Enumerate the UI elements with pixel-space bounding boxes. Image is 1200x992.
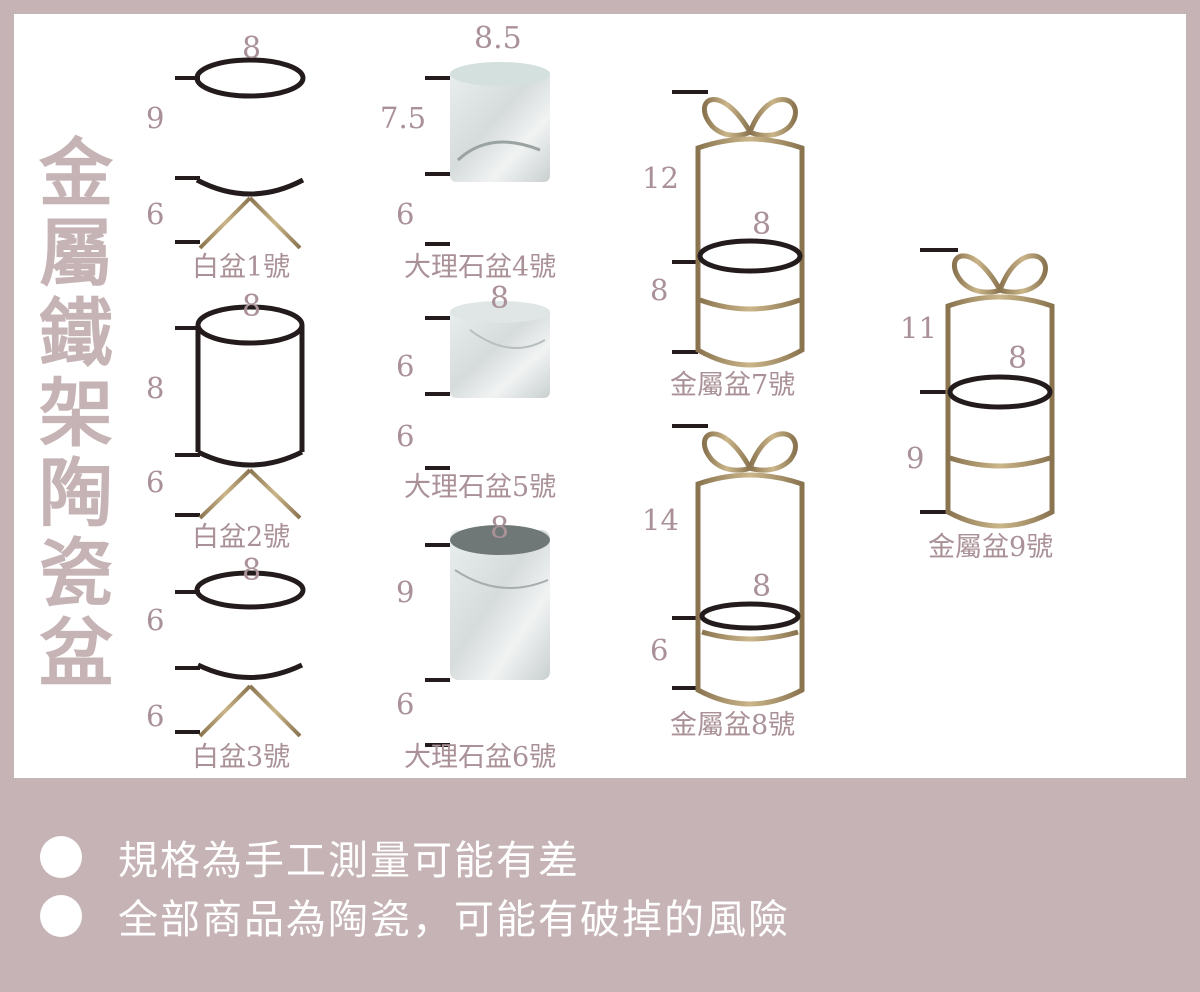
top-size: 8	[752, 569, 772, 604]
inner-dim: 8	[650, 273, 669, 307]
product-label: 金屬盆8號	[670, 710, 796, 741]
title-char: 陶	[39, 451, 113, 537]
height-dim: 11	[900, 311, 937, 345]
leg-dim: 6	[146, 699, 165, 733]
notes-list: 規格為手工測量可能有差 全部商品為陶瓷，可能有破掉的風險	[40, 828, 1160, 946]
height-dim: 9	[396, 575, 415, 609]
product-label: 金屬盆7號	[670, 370, 796, 401]
title-char: 鐵	[39, 291, 113, 377]
title-char: 瓷	[39, 531, 113, 617]
top-size: 8	[242, 31, 262, 66]
title-char: 盆	[39, 611, 113, 697]
title-char: 架	[39, 371, 113, 457]
note-item: 全部商品為陶瓷，可能有破掉的風險	[40, 887, 1160, 945]
pot-metal-8	[672, 424, 805, 707]
bullet-icon	[40, 895, 82, 937]
top-size: 8	[490, 281, 510, 316]
title-char: 金	[39, 131, 113, 217]
leg-dim: 6	[146, 465, 165, 499]
height-dim: 7.5	[380, 101, 427, 135]
top-size: 8	[490, 511, 510, 546]
top-size: 8	[242, 289, 262, 324]
pot-white-1	[175, 57, 306, 250]
product-label: 金屬盆9號	[928, 532, 1054, 563]
pot-marble-4	[425, 62, 556, 250]
inner-dim: 9	[906, 441, 925, 475]
product-label: 白盆2號	[192, 522, 291, 553]
height-dim: 9	[146, 101, 165, 135]
height-dim: 8	[146, 371, 165, 405]
pot-marble-5	[425, 301, 556, 472]
top-size: 8.5	[474, 21, 522, 56]
product-label: 大理石盆6號	[404, 742, 557, 773]
note-text: 規格為手工測量可能有差	[118, 838, 580, 884]
title-char: 屬	[39, 211, 113, 297]
product-panel	[14, 14, 1186, 778]
product-label: 大理石盆4號	[404, 252, 557, 283]
leg-dim: 6	[396, 419, 415, 453]
height-dim: 6	[396, 349, 415, 383]
note-item: 規格為手工測量可能有差	[40, 828, 1160, 886]
inner-dim: 6	[650, 633, 669, 667]
leg-dim: 6	[396, 197, 415, 231]
top-size: 8	[242, 553, 262, 588]
product-label: 大理石盆5號	[404, 472, 557, 503]
top-size: 8	[1008, 341, 1028, 376]
pot-white-3	[175, 568, 306, 738]
leg-dim: 6	[396, 687, 415, 721]
bullet-icon	[40, 836, 82, 878]
height-dim: 6	[146, 603, 165, 637]
height-dim: 14	[642, 503, 679, 537]
pot-metal-7	[672, 90, 805, 368]
height-dim: 12	[642, 161, 679, 195]
product-label: 白盆3號	[192, 742, 291, 773]
leg-dim: 6	[146, 197, 165, 231]
top-size: 8	[752, 207, 772, 242]
product-label: 白盆1號	[192, 252, 291, 283]
pot-marble-6	[425, 525, 556, 748]
note-text: 全部商品為陶瓷，可能有破掉的風險	[118, 897, 790, 943]
pot-metal-9	[920, 248, 1055, 529]
pot-white-2	[175, 304, 305, 520]
